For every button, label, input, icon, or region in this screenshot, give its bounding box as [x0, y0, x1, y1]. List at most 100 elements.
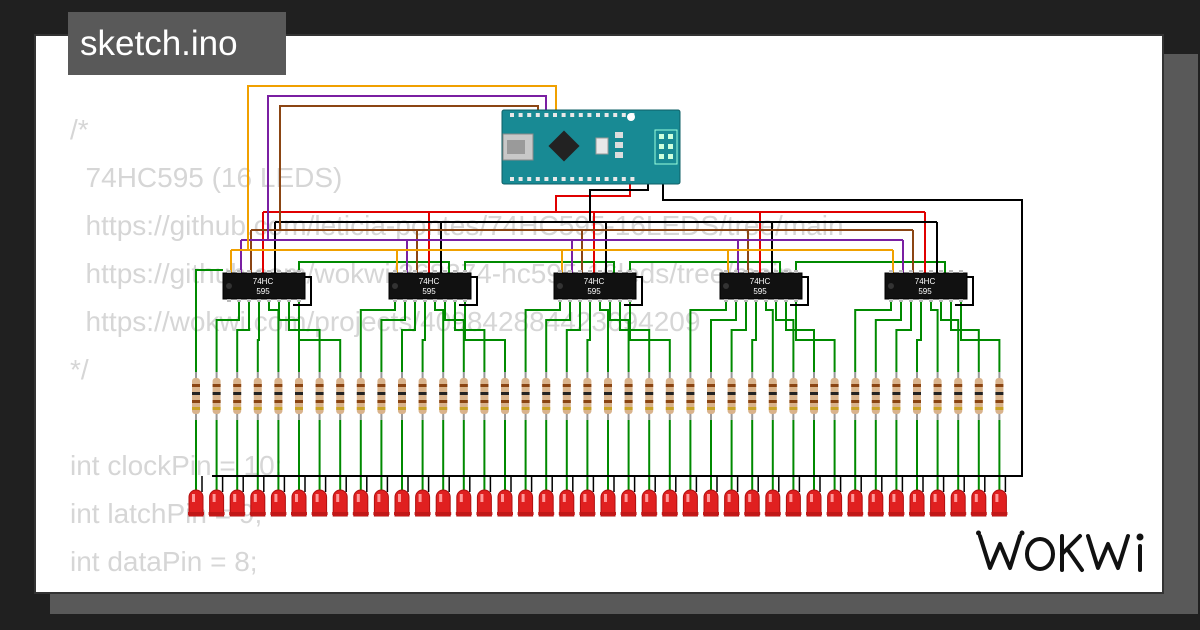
red-led [764, 489, 781, 517]
red-led [723, 489, 740, 517]
red-led [332, 489, 349, 517]
header-pin [535, 177, 540, 181]
chip-label-line2: 595 [587, 287, 601, 296]
resistor [315, 372, 324, 420]
red-led [311, 489, 328, 517]
resistor [480, 372, 489, 420]
wire [293, 276, 312, 306]
resistor [542, 372, 551, 420]
header-pin [596, 113, 600, 117]
red-led [373, 489, 390, 517]
shift-register-74hc595: 74HC595 [222, 270, 306, 302]
resistor [748, 372, 757, 420]
header-pin [604, 177, 609, 181]
red-led [950, 489, 967, 517]
header-pin [621, 113, 626, 117]
led-row [188, 489, 1008, 517]
header-pin [518, 177, 523, 181]
code-line: /* [70, 114, 89, 145]
chip-label-line2: 595 [422, 287, 436, 296]
red-led [208, 489, 225, 517]
resistor [521, 372, 530, 420]
wire [215, 299, 240, 372]
code-line: 74HC595 (16 LEDS) [70, 162, 343, 193]
resistor [583, 372, 592, 420]
wire [854, 299, 892, 372]
red-led [517, 489, 534, 517]
chip-label-line1: 74HC [750, 277, 771, 286]
red-led [970, 489, 987, 517]
header-pin [544, 177, 549, 181]
wire [955, 276, 974, 306]
output-wires [195, 170, 1023, 492]
shift-register-74hc595: 74HC595 [884, 270, 968, 302]
red-led [909, 489, 925, 517]
wire [916, 299, 922, 372]
resistor [604, 372, 612, 420]
wire [288, 299, 321, 372]
resistor [851, 372, 860, 420]
resistor [418, 372, 427, 420]
wire [765, 299, 774, 372]
wire [960, 299, 1001, 372]
header-pin [621, 177, 626, 181]
wire [785, 299, 815, 372]
header-pin [544, 113, 549, 117]
red-led [291, 489, 307, 517]
wire [689, 299, 727, 372]
red-led [476, 489, 493, 517]
resistor [398, 372, 406, 420]
red-led [270, 489, 287, 517]
chip-label-line2: 595 [256, 287, 270, 296]
wire [874, 299, 902, 372]
resistor [995, 372, 1004, 420]
resistor [253, 372, 262, 420]
wire [790, 276, 809, 306]
wire [195, 269, 223, 372]
chip-label-line1: 74HC [419, 277, 440, 286]
wire [565, 299, 581, 372]
red-led [929, 489, 946, 517]
resistor [274, 372, 283, 420]
header-pin [518, 113, 523, 117]
wire [555, 181, 631, 212]
red-led [641, 489, 658, 517]
red-led [785, 489, 802, 517]
resistor [810, 372, 818, 420]
red-led [888, 489, 905, 517]
resistor [459, 372, 468, 420]
wire [599, 299, 609, 372]
resistor [624, 372, 633, 420]
red-led [229, 489, 246, 517]
wire [247, 85, 557, 250]
shift-register-74hc595: 74HC595 [388, 270, 472, 302]
resistor [377, 372, 386, 420]
red-led [394, 489, 410, 517]
red-led [703, 489, 719, 517]
resistor [686, 372, 695, 420]
red-led [682, 489, 699, 517]
wire [795, 261, 946, 273]
code-line: */ [70, 354, 89, 385]
resistor [768, 372, 777, 420]
wire [710, 299, 737, 372]
resistor [665, 372, 674, 420]
resistor [830, 372, 839, 420]
wire [930, 299, 939, 372]
file-tab-title[interactable]: sketch.ino [68, 12, 286, 75]
header-pin [561, 177, 566, 181]
wire [421, 299, 426, 372]
resistor [645, 372, 654, 420]
red-led [620, 489, 637, 517]
wire [256, 299, 260, 372]
red-led [538, 489, 555, 517]
header-pin [553, 113, 557, 117]
resistor [789, 372, 798, 420]
wire [268, 299, 280, 372]
header-pin [561, 113, 566, 117]
resistor [871, 372, 880, 420]
resistor [727, 372, 736, 420]
chip-label-line1: 74HC [915, 277, 936, 286]
red-led [579, 489, 596, 517]
